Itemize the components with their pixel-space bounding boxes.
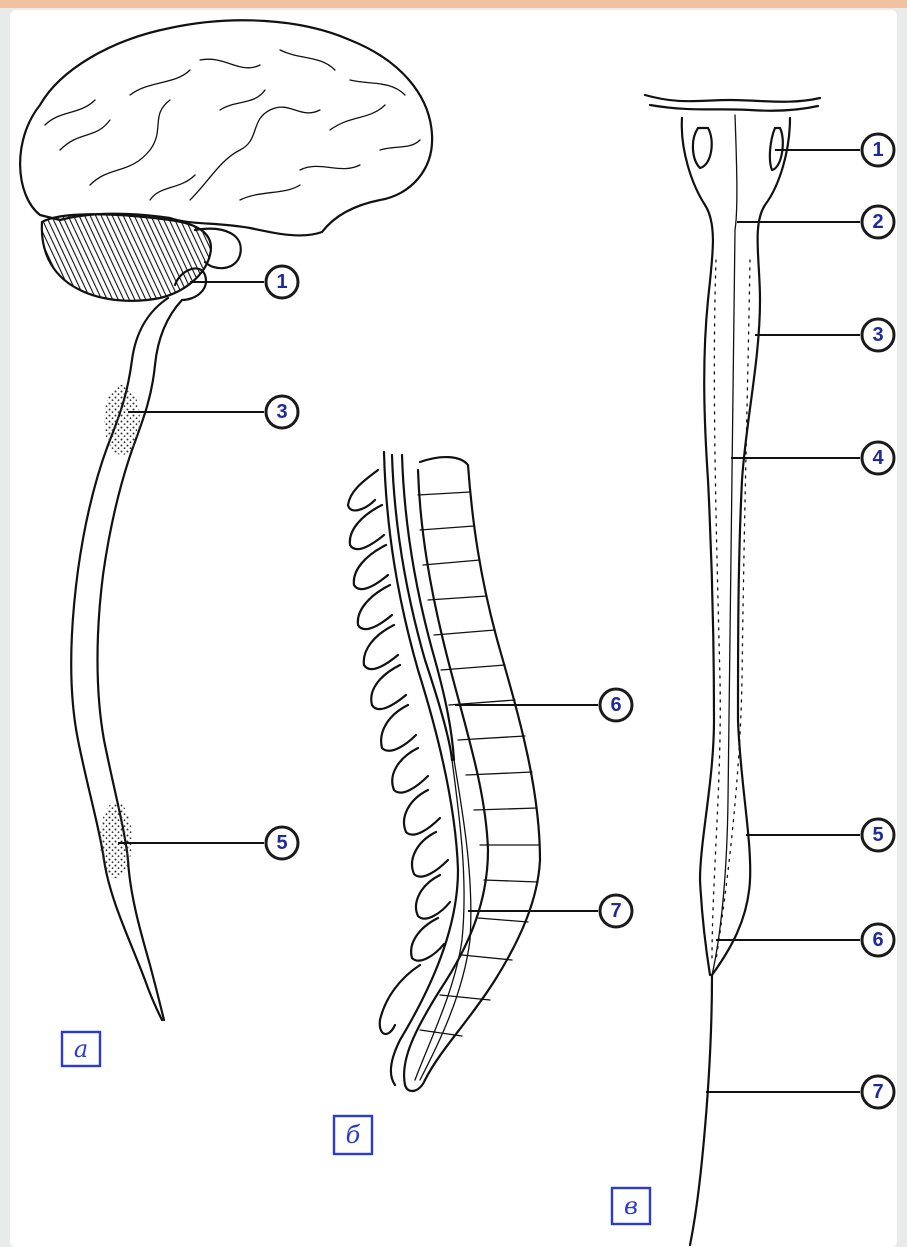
leader-lines — [118, 150, 860, 1092]
panel-tag-a: а — [62, 1032, 100, 1066]
svg-text:3: 3 — [276, 401, 287, 423]
svg-text:4: 4 — [872, 447, 884, 469]
medulla-top — [645, 95, 820, 111]
marker-v-1: 1 — [862, 134, 894, 166]
cerebellum — [42, 214, 211, 301]
panel-v-drawing — [645, 95, 820, 1245]
svg-text:5: 5 — [276, 832, 287, 854]
panel-tag-b: б — [334, 1116, 372, 1154]
marker-b-7: 7 — [600, 895, 632, 927]
cerebrum-gyri — [45, 50, 420, 200]
svg-text:3: 3 — [872, 324, 883, 346]
marker-v-4: 4 — [862, 442, 894, 474]
cord-in-canal-2 — [402, 455, 454, 760]
cervical-enlargement — [104, 385, 140, 455]
cerebrum-outline — [20, 20, 432, 235]
filum-terminale — [690, 975, 712, 1245]
marker-v-2: 2 — [862, 206, 894, 238]
marker-v-5: 5 — [862, 819, 894, 851]
marker-a-5: 5 — [266, 827, 298, 859]
olive-left — [693, 128, 712, 168]
svg-text:7: 7 — [872, 1081, 883, 1103]
svg-text:6: 6 — [610, 694, 621, 716]
marker-v-3: 3 — [862, 319, 894, 351]
cord-left-outline — [682, 118, 714, 975]
cord-right-outline — [712, 118, 790, 975]
cauda-equina — [415, 760, 471, 1080]
marker-a-1: 1 — [266, 266, 298, 298]
svg-text:6: 6 — [872, 929, 883, 951]
lumbar-enlargement — [100, 802, 132, 878]
spinous-processes — [348, 470, 450, 1034]
svg-text:а: а — [74, 1035, 88, 1063]
svg-text:б: б — [346, 1121, 361, 1149]
marker-a-3: 3 — [266, 396, 298, 428]
vertebra-dividers — [418, 492, 540, 1036]
marker-v-6: 6 — [862, 924, 894, 956]
svg-text:1: 1 — [872, 139, 883, 161]
svg-text:5: 5 — [872, 824, 883, 846]
svg-text:в: в — [624, 1192, 638, 1220]
marker-b-6: 6 — [600, 689, 632, 721]
vertebral-bodies-front — [420, 457, 540, 1080]
svg-text:7: 7 — [610, 900, 621, 922]
panel-a-drawing — [20, 20, 432, 1020]
svg-text:2: 2 — [872, 211, 883, 233]
panel-b-drawing — [348, 452, 540, 1091]
marker-v-7: 7 — [862, 1076, 894, 1108]
panel-tag-v: в — [612, 1188, 650, 1224]
svg-text:1: 1 — [276, 271, 287, 293]
dorsal-roots-dots — [712, 260, 750, 960]
